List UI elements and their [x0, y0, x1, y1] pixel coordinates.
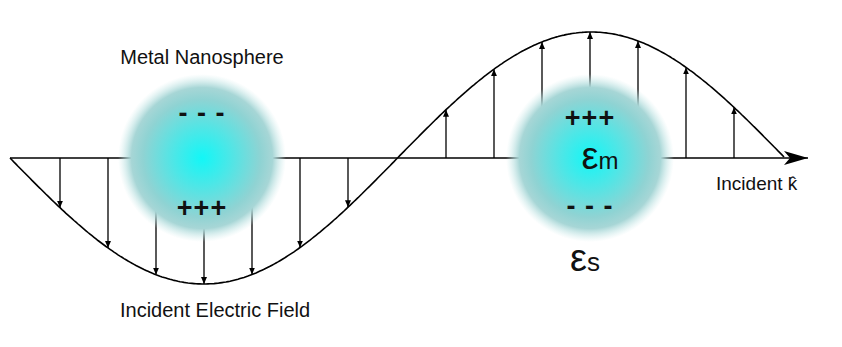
field-arrow: [59, 158, 60, 208]
field-arrow: [493, 69, 494, 158]
charge-sign: - - -: [132, 98, 272, 128]
field-arrow: [107, 158, 108, 248]
sphere-heading: Metal Nanosphere: [92, 46, 312, 69]
charge-sign: +++: [520, 103, 660, 133]
field-label: Incident Electric Field: [120, 298, 310, 322]
medium-permittivity: εs: [570, 238, 600, 282]
field-arrow: [733, 107, 734, 158]
field-arrow: [299, 158, 300, 248]
permittivity-symbol: εm: [530, 136, 670, 181]
metal-nanosphere: Metal Nanosphere- - -+++: [132, 88, 272, 228]
metal-nanosphere: +++εm- - -: [520, 88, 660, 228]
field-arrow: [347, 158, 348, 207]
field-arrow: [445, 110, 446, 158]
charge-sign: +++: [132, 193, 272, 223]
field-arrow: [685, 67, 686, 158]
charge-sign: - - -: [520, 191, 660, 221]
wave-vector-label: Incident k̂: [716, 172, 797, 196]
